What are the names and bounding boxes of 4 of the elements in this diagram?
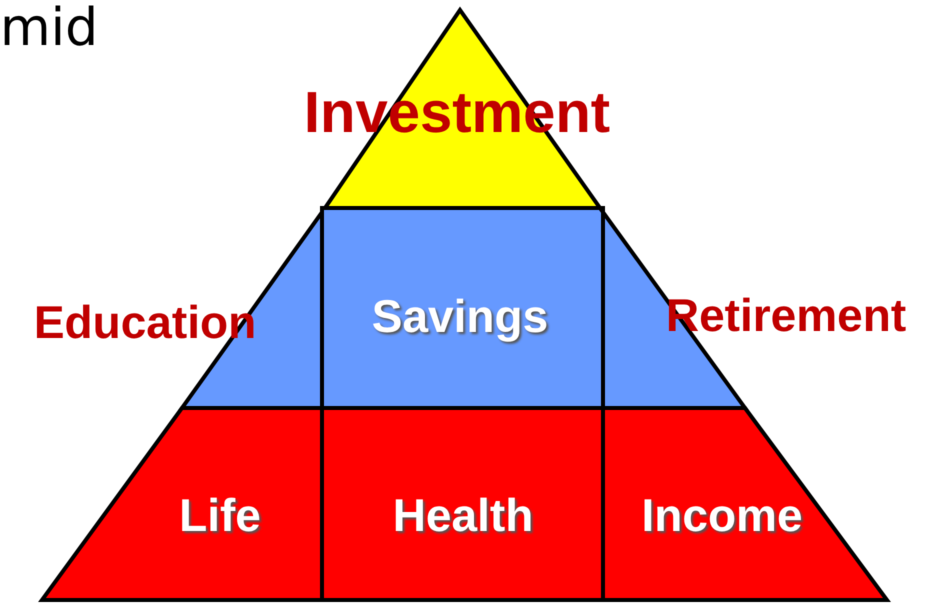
section-label: Health: [392, 492, 534, 538]
section-label: Income: [641, 492, 803, 538]
section-label: Life: [179, 492, 261, 538]
title: mid: [0, 2, 98, 54]
